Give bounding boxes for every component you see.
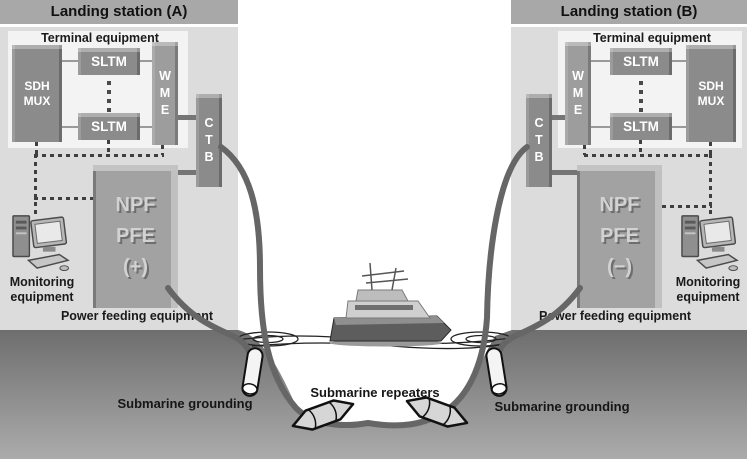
dashed-a-bus xyxy=(34,154,164,157)
station-b-terminal-label: Terminal equipment xyxy=(593,31,711,45)
station-b-sdh-mux-box: SDH MUX xyxy=(686,45,736,142)
dashed-b-wme-down xyxy=(583,145,586,155)
dashed-a-to-npf xyxy=(34,197,93,200)
station-b-ctb-box: C T B xyxy=(526,94,552,187)
station-a-npf-pfe-box: NPF PFE (+) xyxy=(93,165,178,308)
dashed-b-sltm-down xyxy=(639,140,642,155)
station-a-title: Landing station (A) xyxy=(0,0,238,24)
station-a-wme-box: W M E xyxy=(152,42,178,145)
connector-b-wme-sltm1 xyxy=(591,60,610,62)
station-a-sltm-bottom-box: SLTM xyxy=(78,113,140,140)
connector-b-sltm1-sdh xyxy=(672,60,686,62)
connector-b-ctb-wme xyxy=(552,115,565,120)
connector-b-ctb-npf xyxy=(552,170,577,175)
ship-shadow xyxy=(330,339,442,347)
water-ripples xyxy=(235,331,513,350)
dashed-a-to-monitor xyxy=(34,154,37,214)
grounding-electrode-left xyxy=(241,347,264,397)
connector-a-sltm1-wme xyxy=(140,60,152,62)
dashed-b-sdh-down xyxy=(709,142,712,155)
dashed-a-sltm-down xyxy=(107,140,110,155)
station-a-power-label: Power feeding equipment xyxy=(60,309,214,323)
station-a-sdh-mux-box: SDH MUX xyxy=(12,45,62,142)
station-b-power-label: Power feeding equipment xyxy=(538,309,692,323)
station-b-title: Landing station (B) xyxy=(511,0,747,24)
dashed-b-to-monitor xyxy=(709,154,712,218)
connector-a-npf-ctb xyxy=(178,170,196,175)
submarine-grounding-right-label: Submarine grounding xyxy=(494,399,630,414)
ellipsis-b-sltm xyxy=(639,81,643,112)
station-a-monitoring-label: Monitoring equipment xyxy=(9,275,75,304)
submarine-repeaters-label: Submarine repeaters xyxy=(310,385,440,400)
station-a-ctb-box: C T B xyxy=(196,94,222,187)
connector-a-sdh-sltm1 xyxy=(62,60,78,62)
dashed-b-bus xyxy=(584,154,712,157)
station-a-terminal-label: Terminal equipment xyxy=(41,31,159,45)
station-b-sltm-top-box: SLTM xyxy=(610,48,672,75)
submarine-repeater-left xyxy=(291,399,355,431)
connector-a-sltm2-wme xyxy=(140,126,152,128)
grounding-electrode-right xyxy=(485,347,508,397)
dashed-a-sdh-down xyxy=(35,142,38,155)
dashed-b-to-npf xyxy=(662,205,712,208)
connector-b-wme-sltm2 xyxy=(591,126,610,128)
connector-a-sdh-sltm2 xyxy=(62,126,78,128)
station-b-npf-pfe-box: NPF PFE (−) xyxy=(577,165,662,308)
station-a-sltm-top-box: SLTM xyxy=(78,48,140,75)
submarine-grounding-left-label: Submarine grounding xyxy=(117,396,253,411)
station-b-monitoring-label: Monitoring equipment xyxy=(675,275,741,304)
cable-ship-icon xyxy=(329,262,452,342)
main-submarine-cable xyxy=(218,144,530,429)
station-b-sltm-bottom-box: SLTM xyxy=(610,113,672,140)
dashed-a-wme-down xyxy=(161,145,164,155)
connector-b-sltm2-sdh xyxy=(672,126,686,128)
ellipsis-a-sltm xyxy=(107,81,111,112)
connector-a-wme-ctb xyxy=(178,115,196,120)
station-b-wme-box: W M E xyxy=(565,42,591,145)
